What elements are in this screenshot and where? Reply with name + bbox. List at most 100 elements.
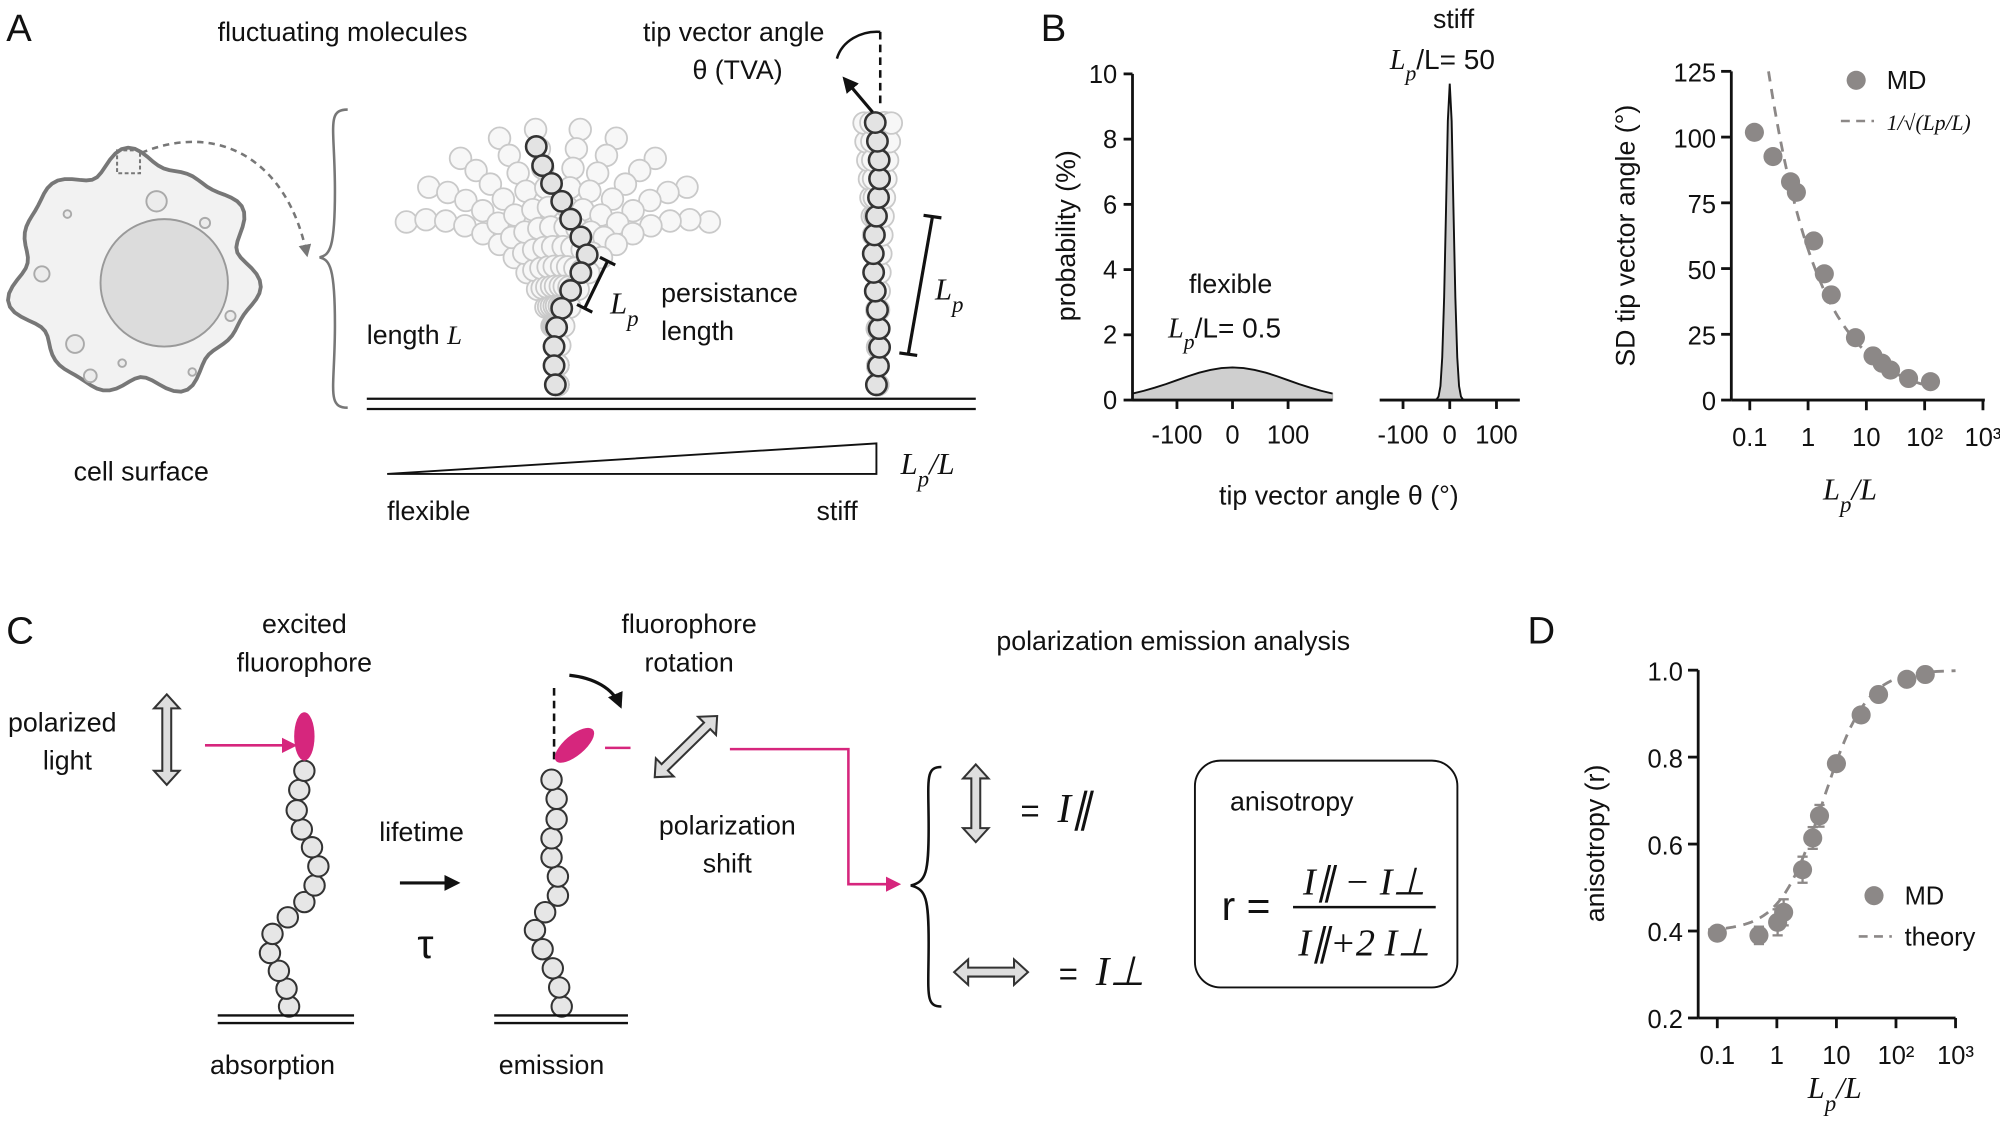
anisotropy-box-title: anisotropy: [1230, 786, 1354, 816]
bead: [276, 906, 300, 929]
panel-c: C excited fluorophore polarized light ab…: [6, 609, 1459, 1080]
perpendicular-eq: =I⊥: [1059, 949, 1145, 994]
y-tick-label: 0.2: [1647, 1006, 1682, 1034]
flexible-ratio-label: Lp/L= 0.5: [1167, 313, 1281, 354]
bead: [540, 768, 563, 791]
bead: [533, 901, 557, 924]
bead: [545, 808, 568, 831]
x-label-L: L: [1822, 472, 1840, 506]
excited-label-2: fluorophore: [237, 647, 372, 677]
flexible-bead-ghost: [621, 221, 645, 246]
flexible-bead: [559, 207, 583, 231]
emission-molecule: [523, 768, 573, 1018]
anisotropy-formula-box: [1193, 759, 1459, 989]
y-tick-label: 0.6: [1647, 832, 1682, 860]
flexible-bead: [542, 354, 566, 378]
md-data-point: [1869, 684, 1889, 705]
stiff-molecule-highlight: [861, 111, 892, 397]
flexible-bead-ghost: [678, 207, 702, 232]
r-equals: r =: [1222, 883, 1271, 929]
bead: [550, 995, 573, 1018]
flexible-bead-ghost: [621, 199, 645, 223]
stiff-ratio-label: Lp/L= 50: [1389, 44, 1495, 85]
legend-md-label: MD: [1887, 67, 1927, 95]
y-tick-label: 8: [1103, 126, 1117, 154]
flexible-bead-ghost: [600, 187, 625, 211]
x-label-p: p: [1838, 492, 1851, 517]
md-data-point: [1814, 264, 1834, 284]
flexible-bead-ghost: [697, 210, 722, 234]
stiffness-wedge: [387, 442, 878, 475]
flexible-bead-ghost: [568, 117, 592, 142]
cell-vesicle: [65, 334, 85, 354]
x-tick-label: 0.1: [1732, 424, 1767, 452]
legend-md-label: MD: [1905, 883, 1945, 911]
stiff-bead: [863, 111, 887, 135]
x-tick-label: 10²: [1878, 1042, 1915, 1070]
x-tick-label: 0: [1443, 421, 1457, 449]
panel-label-d: D: [1527, 609, 1555, 652]
legend-theory-label: 1/√(Lp/L): [1887, 111, 1971, 135]
y-tick-label: 4: [1103, 257, 1117, 285]
stiff-bead: [862, 260, 886, 284]
polarization-arrows: [151, 692, 1030, 988]
flexible-bead-ghost: [470, 199, 495, 223]
cell-vesicle: [82, 368, 98, 384]
stiff-bead: [867, 186, 890, 209]
x-label-L: L: [1807, 1071, 1825, 1105]
cell-vesicle: [187, 367, 198, 377]
md-data-point: [1774, 902, 1794, 922]
flexible-bead-ghost: [643, 146, 667, 171]
zoom-dashed-arrow: [140, 140, 312, 258]
flexible-bead-ghost: [491, 187, 516, 211]
emission-label: emission: [499, 1050, 605, 1080]
bead: [540, 827, 563, 850]
md-data-point: [1826, 754, 1846, 774]
flexible-molecule-highlight: [524, 135, 599, 397]
analysis-title: polarization emission analysis: [996, 626, 1350, 656]
surface-brace: [319, 108, 348, 409]
rotation-label-2: rotation: [645, 647, 734, 677]
flexible-bead-ghost: [448, 146, 473, 171]
lifetime-label: lifetime: [379, 817, 464, 847]
tau-symbol: τ: [417, 921, 433, 967]
md-data-point: [1821, 285, 1841, 305]
angle-arc: [835, 30, 881, 60]
md-data-point: [1920, 372, 1941, 392]
panel-label-b: B: [1041, 7, 1067, 50]
analysis-brace: [910, 765, 942, 1008]
wedge-ratio-label: Lp/L: [900, 447, 955, 492]
md-data-point: [1744, 122, 1764, 142]
x-tick-label: 10³: [1937, 1042, 1974, 1070]
x-tick-label: 1: [1801, 424, 1815, 452]
polarized-light-label-1: polarized: [8, 707, 117, 737]
x-tick-label: 10³: [1965, 424, 2000, 452]
cell-vesicle: [62, 209, 73, 219]
legend-md-marker: [1864, 886, 1884, 906]
y-tick-label: 6: [1103, 191, 1117, 219]
polarization-shift-label-1: polarization: [659, 811, 796, 841]
histogram-fill: [1434, 83, 1465, 401]
flexible-bead-ghost: [394, 210, 419, 234]
rotation-label-1: fluorophore: [621, 609, 756, 639]
stiff-bead: [868, 167, 892, 191]
bead: [307, 855, 330, 878]
x-tick-label: 10: [1852, 424, 1880, 452]
flexible-bead-ghost: [478, 172, 503, 196]
absorption-molecule: [258, 759, 330, 1018]
flexible-bead-ghost: [613, 172, 638, 196]
panel-label-a: A: [6, 7, 32, 50]
flexible-bead: [524, 135, 548, 158]
stiff-bead: [867, 148, 891, 172]
bead: [531, 937, 554, 961]
bead: [267, 959, 291, 983]
y-tick-label: 2: [1103, 322, 1117, 350]
md-data-point: [1897, 669, 1917, 689]
flexible-bead: [542, 335, 566, 359]
wedge-flexible-label: flexible: [387, 496, 470, 526]
cell-illustration: [6, 145, 263, 394]
flexible-bead-ghost: [561, 156, 585, 181]
rotated-fluorophore: [554, 727, 595, 763]
